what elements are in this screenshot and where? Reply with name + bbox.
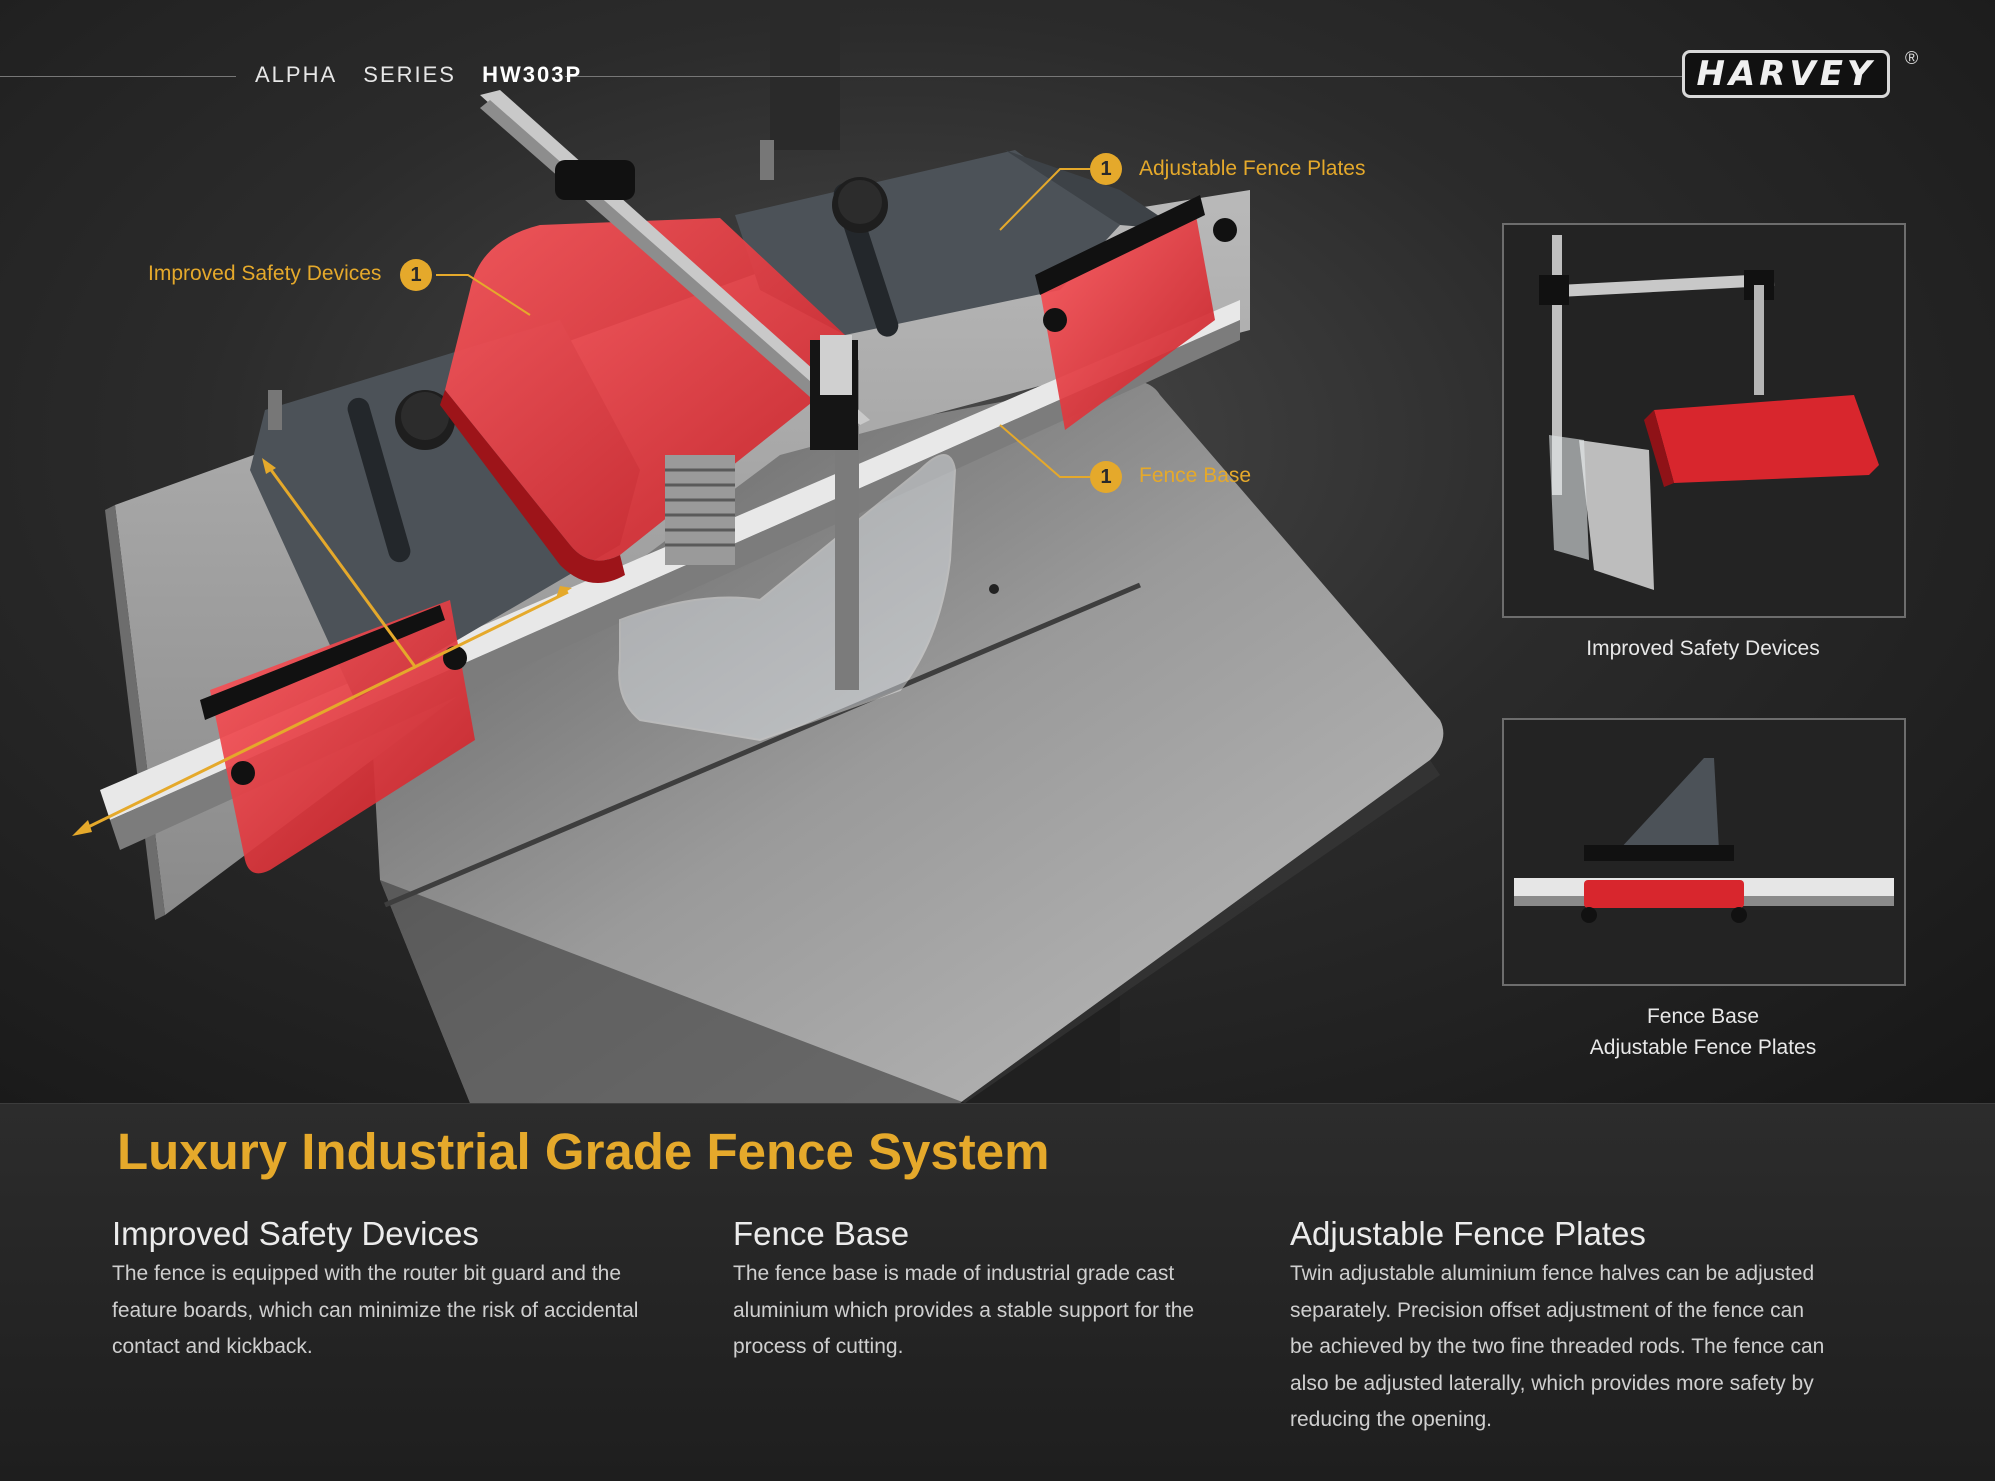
header-rule-right <box>565 76 1685 77</box>
caption-line: Fence Base <box>1646 1005 1760 1028</box>
callout-badge-safety-devices: 1 <box>400 259 432 291</box>
callout-label-fence-plates: Adjustable Fence Plates <box>1139 157 1366 180</box>
shaper-machine-illustration <box>72 0 1444 1103</box>
feature-column-fence-base: Fence Base The fence base is made of ind… <box>733 1212 1293 1366</box>
feature-line: The fence base is made of industrial gra… <box>733 1262 1175 1285</box>
feature-line: aluminium which provides a stable suppor… <box>733 1298 1195 1322</box>
series-title: ALPHA SERIES HW303P <box>255 62 600 88</box>
series-label: SERIES <box>363 62 456 87</box>
feature-line: also be adjusted laterally, which provid… <box>1290 1371 1814 1395</box>
caption-line: Adjustable Fence Plates <box>1589 1036 1817 1059</box>
callout-badge-fence-base: 1 <box>1090 461 1122 493</box>
feature-line: separately. Precision offset adjustment … <box>1290 1298 1805 1322</box>
feature-line: be achieved by the two fine threaded rod… <box>1290 1335 1825 1358</box>
caption-line: Improved Safety Devices <box>1586 637 1820 660</box>
feature-line: feature boards, which can minimize the r… <box>112 1298 639 1322</box>
callout-badge-fence-plates: 1 <box>1090 153 1122 185</box>
registered-mark: ® <box>1905 48 1919 68</box>
feature-title: Adjustable Fence Plates <box>1290 1215 1646 1252</box>
callout-label-safety-devices: Improved Safety Devices <box>148 262 382 285</box>
feature-column-safety-devices: Improved Safety Devices The fence is equ… <box>112 1212 702 1366</box>
thumbnail-safety-devices <box>1502 223 1906 618</box>
hero-section: ALPHA SERIES HW303P HARVEY ® 1 Adjustabl… <box>0 0 1995 1103</box>
feature-description-panel <box>0 1103 1995 1481</box>
feature-title: Improved Safety Devices <box>112 1215 479 1252</box>
brand-logo: HARVEY <box>1682 50 1890 98</box>
feature-title: Fence Base <box>733 1215 910 1252</box>
safety-devices-image <box>1539 235 1879 590</box>
feature-line: process of cutting. <box>733 1335 904 1358</box>
feature-line: Twin adjustable aluminium fence halves c… <box>1290 1262 1815 1285</box>
feature-line: contact and kickback. <box>112 1335 313 1358</box>
series-name: ALPHA <box>255 62 338 87</box>
callout-label-fence-base: Fence Base <box>1139 464 1252 487</box>
model-number: HW303P <box>482 62 583 87</box>
thumbnail-fence-base <box>1502 718 1906 986</box>
thumbnail-caption-safety-devices: Improved Safety Devices <box>1502 633 1904 664</box>
header-rule-left <box>0 76 236 77</box>
feature-column-fence-plates: Adjustable Fence Plates Twin adjustable … <box>1290 1212 1930 1439</box>
fence-base-image <box>1514 758 1894 923</box>
feature-line: reducing the opening. <box>1290 1408 1492 1431</box>
page-headline: Luxury Industrial Grade Fence System <box>117 1123 1050 1180</box>
feature-line: The fence is equipped with the router bi… <box>112 1262 622 1285</box>
thumbnail-caption-fence-base: Fence Base Adjustable Fence Plates <box>1502 1001 1904 1063</box>
